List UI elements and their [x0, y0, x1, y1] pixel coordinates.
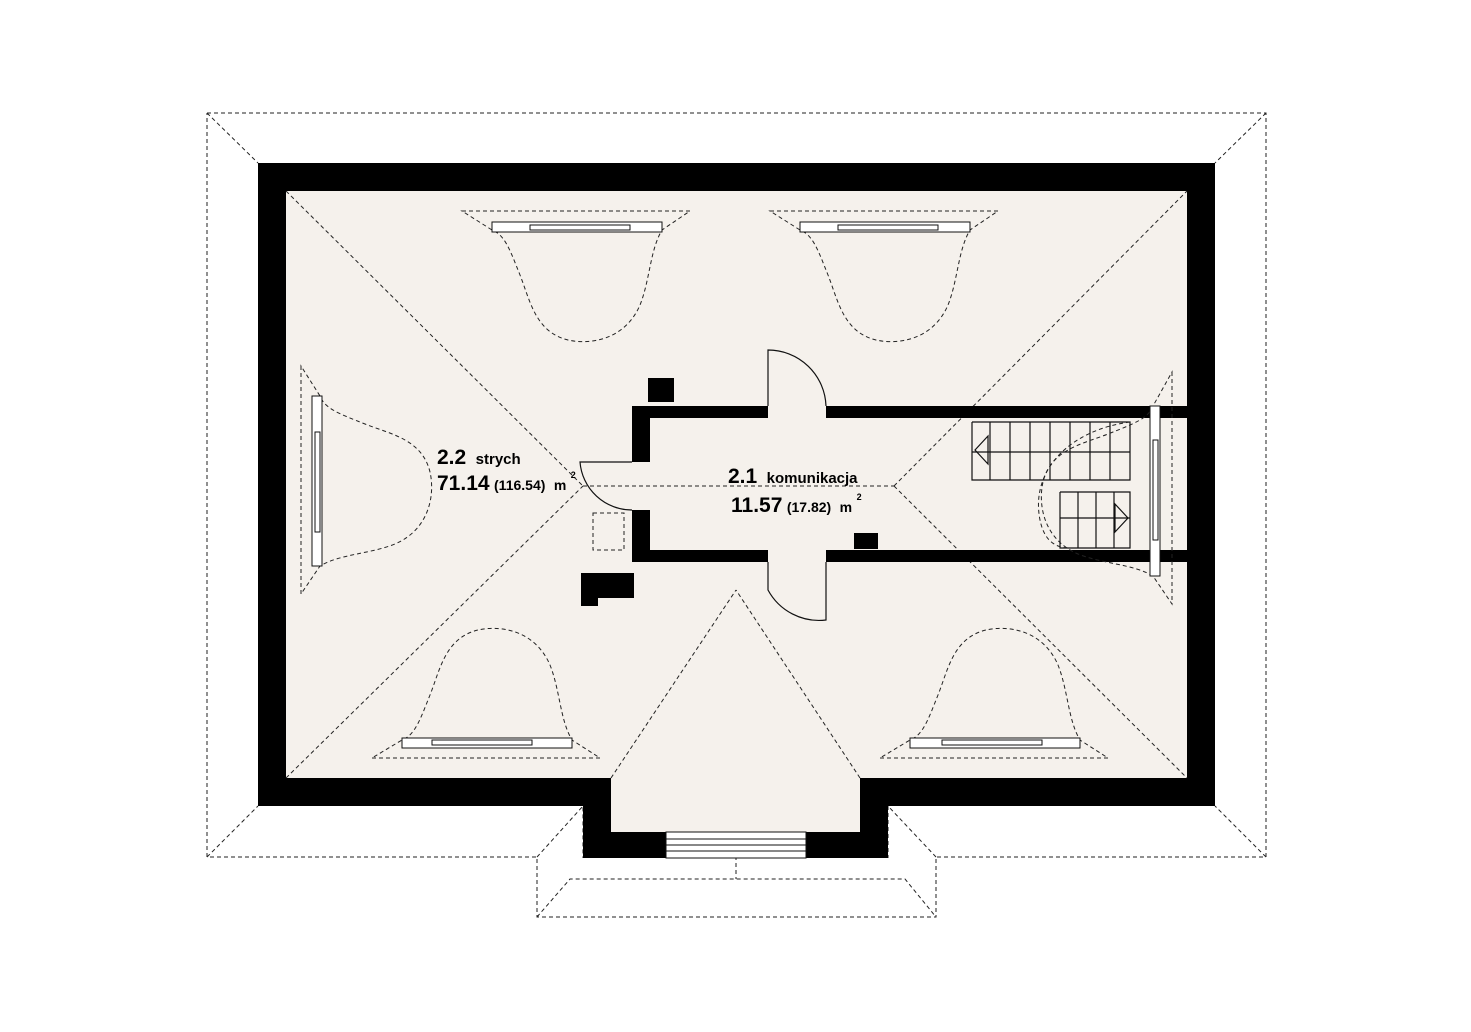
dormer-window-bottom-right — [878, 627, 1110, 759]
room-2-1-label: 2.1 komunikacja — [728, 465, 858, 488]
room-2-2-area-unit: m — [554, 477, 566, 493]
room-2-2-area-total: (116.54) — [494, 477, 545, 493]
room-2-2-area: 71.14 (116.54) m 2 — [437, 470, 576, 495]
room-2-2-name: strych — [476, 451, 521, 468]
room-2-1-area-unit: m — [840, 499, 852, 515]
room-2-1-area-unit-sup: 2 — [857, 492, 862, 502]
room-2-2-number: 2.2 — [437, 446, 466, 469]
dormer-window-bottom-left — [370, 627, 602, 759]
dormer-window-top-left — [460, 210, 692, 343]
room-2-1-area-total: (17.82) — [787, 499, 831, 515]
dormer-window-top-right — [768, 210, 1000, 343]
room-2-2-label: 2.2 strych — [437, 446, 521, 469]
roof-hip-lines — [285, 190, 1188, 779]
room-2-1-name: komunikacja — [767, 470, 859, 487]
room-2-2-area-unit-sup: 2 — [571, 470, 576, 480]
room-2-1-number: 2.1 — [728, 465, 758, 488]
room-2-1-area: 11.57 (17.82) m 2 — [731, 492, 862, 517]
room-2-2-area-value: 71.14 — [437, 472, 490, 495]
room-2-1-area-value: 11.57 — [731, 494, 782, 517]
interior-walls — [581, 378, 1187, 606]
gable-window — [665, 831, 807, 859]
dormer-window-left — [300, 364, 433, 596]
dormer-window-right — [1040, 370, 1173, 606]
doors — [579, 349, 827, 622]
staircase — [971, 421, 1131, 549]
exterior-wall — [258, 163, 1215, 858]
floor-area — [286, 191, 1187, 832]
